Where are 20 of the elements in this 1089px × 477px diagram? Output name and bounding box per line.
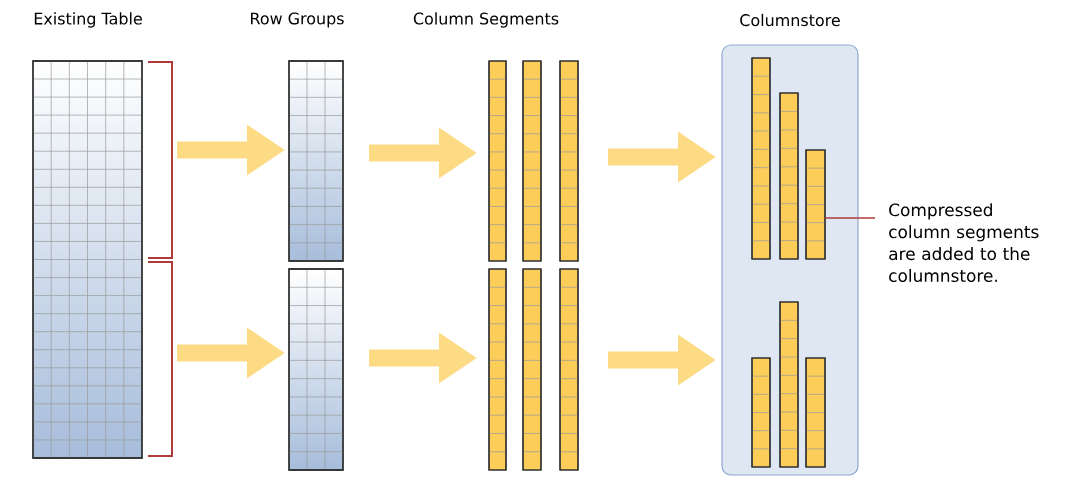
column-segment (751, 357, 771, 468)
column-segment (779, 301, 799, 468)
column-segment (488, 60, 507, 262)
table-grid (288, 268, 344, 471)
heading: Column Segments (413, 12, 559, 28)
column-segment (488, 268, 507, 471)
column-segment (559, 60, 579, 262)
column-segment (779, 92, 799, 260)
column-segment (751, 57, 771, 260)
column-segment (805, 149, 826, 260)
callout-text: Compressed column segments are added to the columnstore. (889, 203, 1039, 283)
column-segment (805, 357, 826, 468)
column-segment (522, 60, 542, 262)
heading: Row Groups (251, 12, 344, 28)
column-segment (522, 268, 542, 471)
table-grid (288, 60, 344, 262)
heading: Existing Table (34, 12, 142, 28)
heading: Columnstore (740, 13, 840, 27)
leader-line (824, 217, 876, 219)
column-segment (559, 268, 579, 471)
